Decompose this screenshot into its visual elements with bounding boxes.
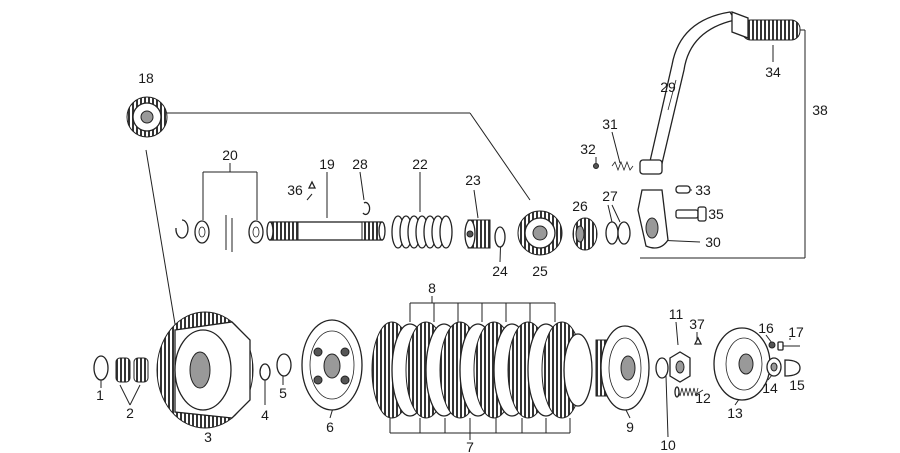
part-34-lever-grip bbox=[731, 11, 801, 41]
callout-33: 33 bbox=[695, 182, 711, 198]
part-30-lever-boss bbox=[637, 189, 669, 249]
part-32-ball bbox=[593, 163, 599, 169]
part-4-ring bbox=[259, 363, 271, 381]
part-26-bevel-gear bbox=[572, 217, 598, 251]
part-19-kickstart-shaft bbox=[266, 221, 386, 241]
callout-27: 27 bbox=[602, 188, 618, 204]
part-11-nut bbox=[669, 351, 691, 383]
callout-20: 20 bbox=[222, 147, 238, 163]
callout-15: 15 bbox=[789, 377, 805, 393]
part-33-pin bbox=[675, 185, 691, 194]
callout-12: 12 bbox=[695, 390, 711, 406]
callout-9: 9 bbox=[626, 419, 634, 435]
callout-labels: 1 2 3 4 5 6 7 8 9 10 11 12 13 14 15 16 1… bbox=[96, 64, 828, 453]
callout-30: 30 bbox=[705, 234, 721, 250]
part-35-bolt bbox=[675, 206, 707, 222]
part-2-needle-bearings bbox=[115, 357, 149, 383]
part-6-inner-hub bbox=[301, 319, 363, 411]
callout-36: 36 bbox=[287, 182, 303, 198]
part-27-washers bbox=[605, 221, 631, 245]
callout-23: 23 bbox=[465, 172, 481, 188]
part-24-circlip bbox=[494, 226, 506, 248]
callout-2: 2 bbox=[126, 405, 134, 421]
part-37-small-pin bbox=[693, 336, 703, 345]
part-22-kickstart-spring bbox=[391, 215, 453, 249]
callout-35: 35 bbox=[708, 206, 724, 222]
callout-37: 37 bbox=[689, 316, 705, 332]
callout-29: 29 bbox=[660, 79, 676, 95]
part-15-cap bbox=[784, 359, 801, 377]
part-12-spring bbox=[674, 386, 699, 398]
callout-31: 31 bbox=[602, 116, 618, 132]
callout-14: 14 bbox=[762, 380, 778, 396]
part-25-idle-gear bbox=[517, 210, 563, 256]
callout-7: 7 bbox=[466, 439, 474, 453]
callout-5: 5 bbox=[279, 385, 287, 401]
callout-24: 24 bbox=[492, 263, 508, 279]
part-23-ratchet bbox=[464, 219, 491, 249]
callout-17: 17 bbox=[788, 324, 804, 340]
part-3-clutch-basket bbox=[156, 311, 254, 429]
callout-13: 13 bbox=[727, 405, 743, 421]
part-5-washer bbox=[276, 353, 292, 377]
callout-6: 6 bbox=[326, 419, 334, 435]
part-28-circlip bbox=[362, 201, 371, 216]
part-31-spring bbox=[611, 160, 634, 172]
part-20-shims bbox=[175, 215, 264, 252]
callout-10: 10 bbox=[660, 437, 676, 453]
callout-16: 16 bbox=[758, 320, 774, 336]
callout-26: 26 bbox=[572, 198, 588, 214]
callout-28: 28 bbox=[352, 156, 368, 172]
callout-1: 1 bbox=[96, 387, 104, 403]
callout-38: 38 bbox=[812, 102, 828, 118]
callout-18: 18 bbox=[138, 70, 154, 86]
part-16-ball bbox=[768, 341, 776, 349]
callout-4: 4 bbox=[261, 407, 269, 423]
part-18-drive-gear bbox=[126, 96, 168, 138]
callout-3: 3 bbox=[204, 429, 212, 445]
part-9-pressure-plate bbox=[595, 325, 650, 411]
part-10-washer bbox=[655, 357, 669, 379]
callout-34: 34 bbox=[765, 64, 781, 80]
part-1-washer bbox=[93, 355, 109, 381]
part-14-nut bbox=[766, 357, 782, 377]
callout-11: 11 bbox=[669, 306, 684, 322]
part-17-screw bbox=[777, 341, 800, 351]
callout-22: 22 bbox=[412, 156, 428, 172]
callout-25: 25 bbox=[532, 263, 548, 279]
callout-8: 8 bbox=[428, 280, 436, 296]
part-29-kickstart-lever bbox=[639, 11, 737, 175]
callout-19: 19 bbox=[319, 156, 335, 172]
part-7-8-clutch-plates bbox=[371, 321, 593, 419]
callout-32: 32 bbox=[580, 141, 596, 157]
part-36-key bbox=[307, 180, 317, 189]
